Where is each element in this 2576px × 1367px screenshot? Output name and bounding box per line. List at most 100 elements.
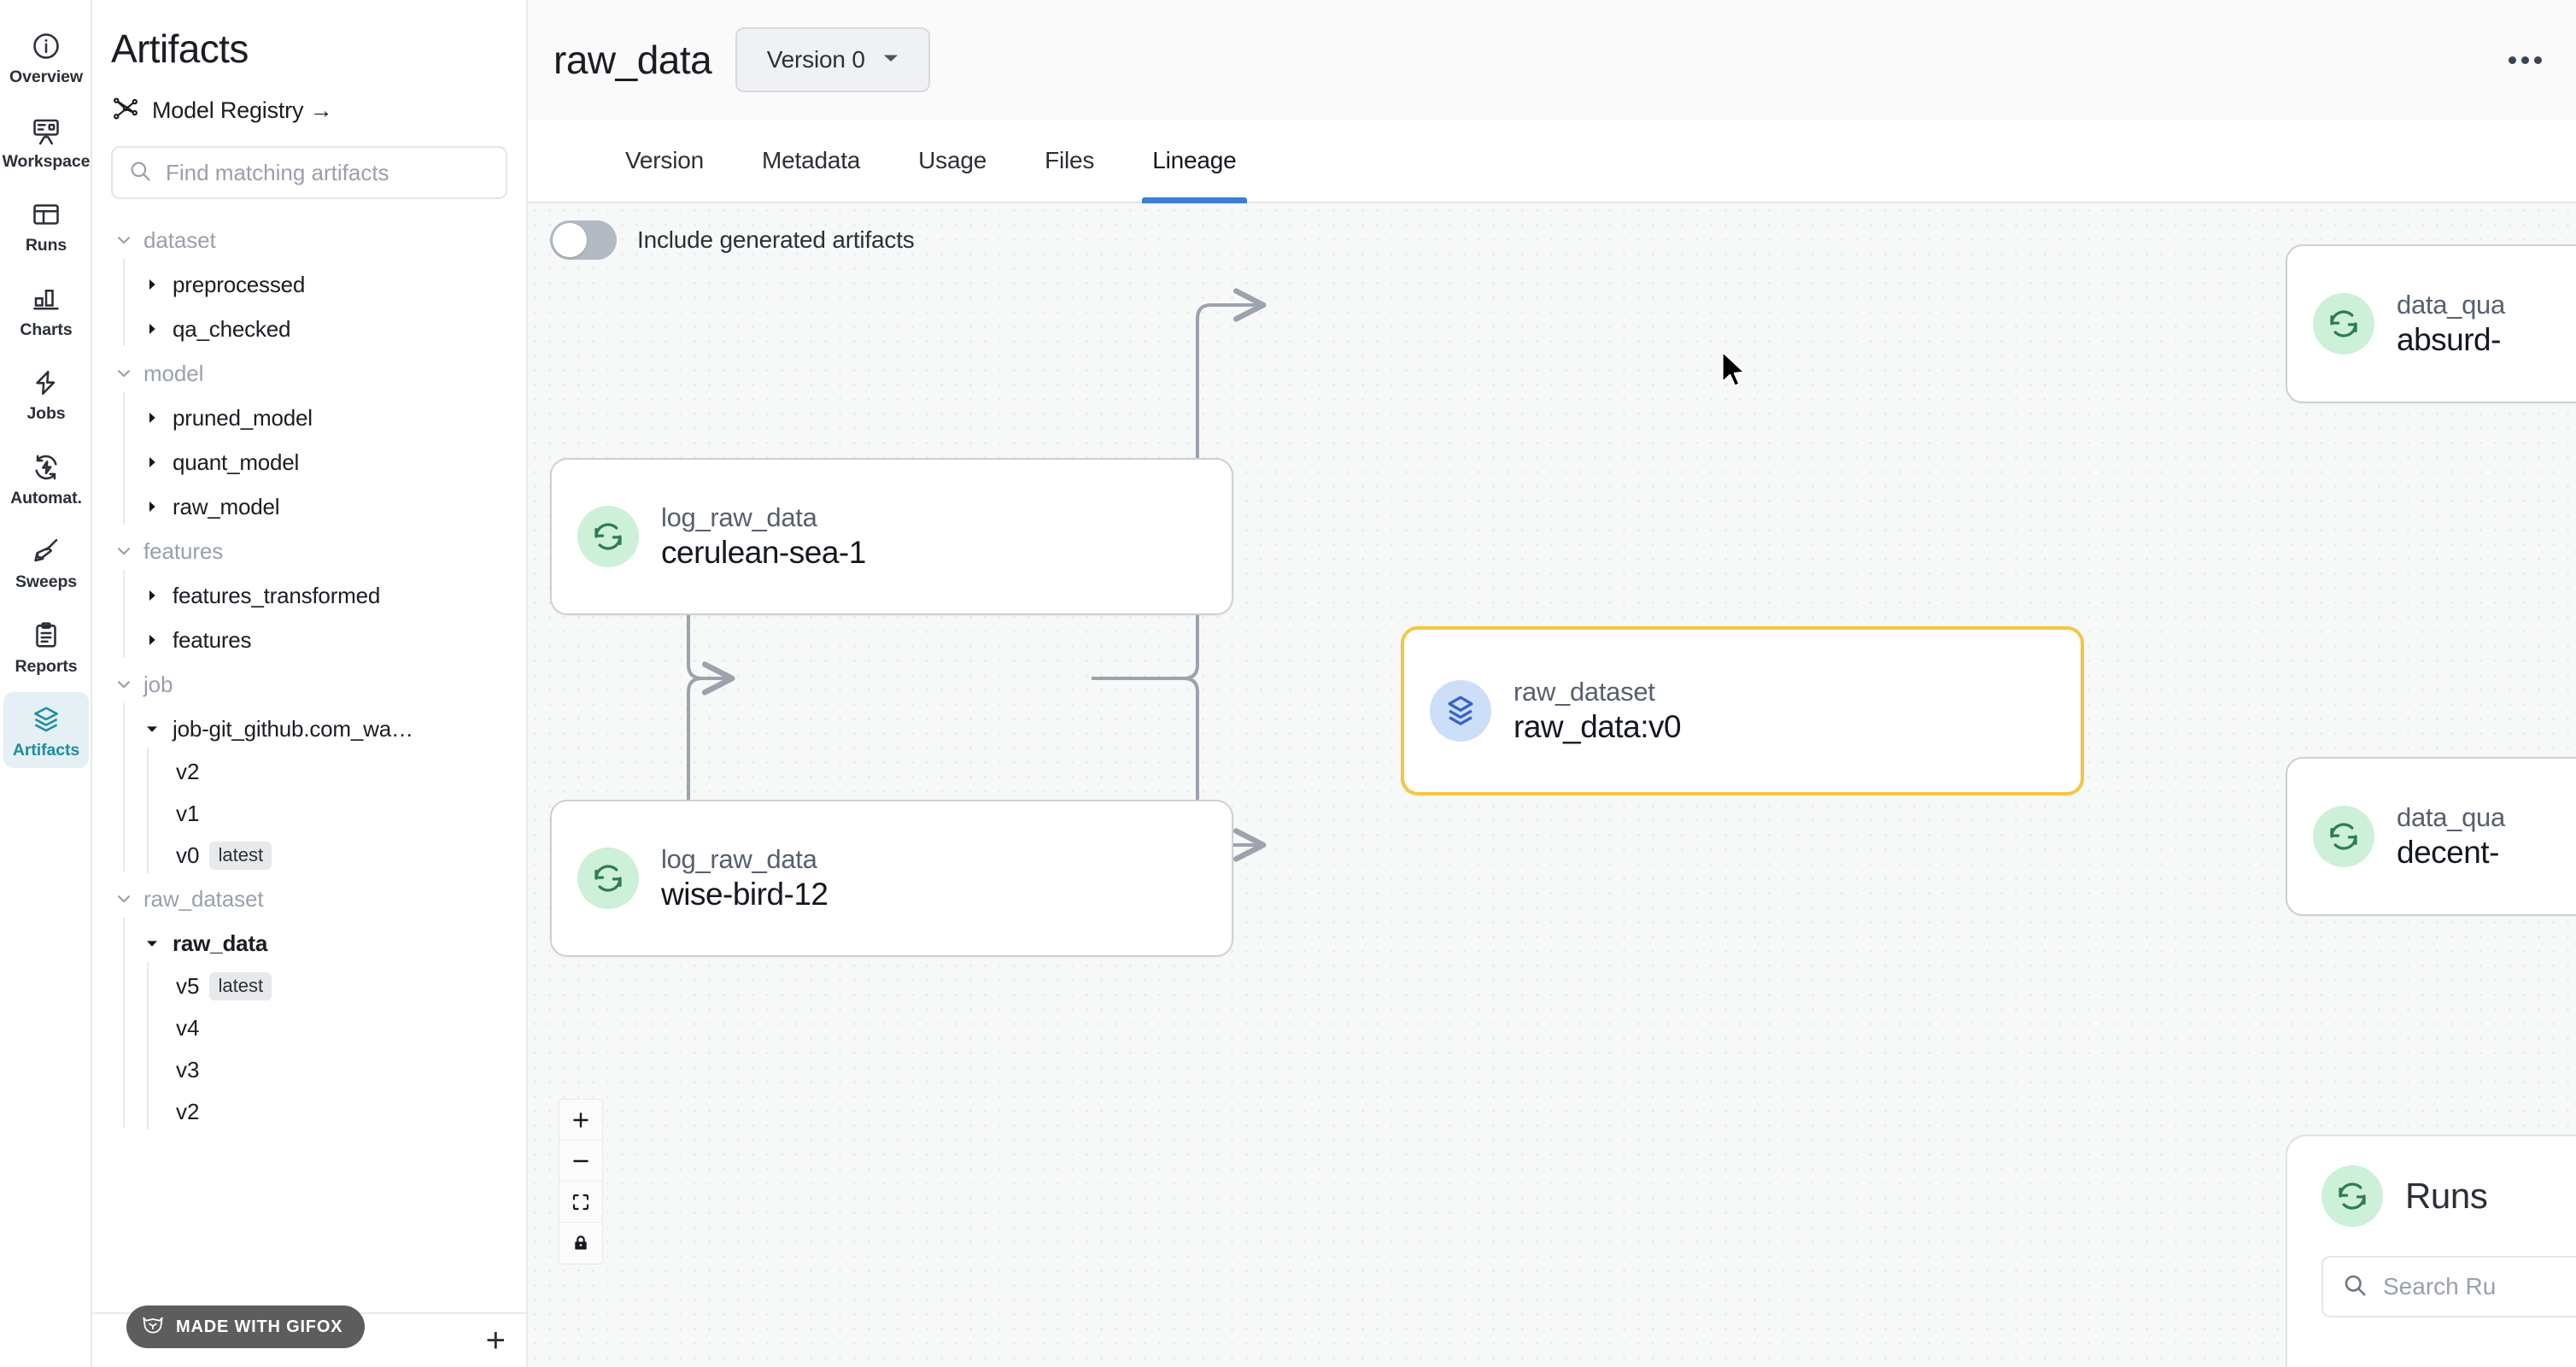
tree-version-v4[interactable]: v4 — [155, 1007, 526, 1049]
runs-panel-title: Runs — [2405, 1176, 2488, 1216]
lineage-node-cerulean-sea-1[interactable]: log_raw_data cerulean-sea-1 — [550, 458, 1233, 615]
tree-item-raw_data[interactable]: raw_data — [135, 921, 526, 965]
tree-item-preprocessed[interactable]: preprocessed — [135, 262, 526, 307]
zoom-out-button[interactable] — [559, 1141, 602, 1182]
runs-search-input[interactable] — [2383, 1273, 2576, 1300]
nav-item-runs[interactable]: Runs — [3, 187, 89, 263]
left-nav-rail: Overview Workspace Runs — [0, 0, 92, 1367]
chevron-down-icon — [114, 364, 133, 383]
caret-right-icon[interactable] — [143, 632, 161, 648]
caret-right-icon[interactable] — [143, 410, 161, 425]
runs-panel-header: Runs — [2321, 1165, 2576, 1227]
tab-label: Metadata — [762, 147, 861, 173]
caret-right-icon[interactable] — [143, 588, 161, 603]
lock-view-button[interactable] — [559, 1223, 602, 1264]
tree-group-header-dataset[interactable]: dataset — [114, 218, 526, 262]
tree-group-header-raw_dataset[interactable]: raw_dataset — [114, 877, 526, 921]
caret-right-icon[interactable] — [143, 455, 161, 470]
tree-item-label: features_transformed — [173, 582, 381, 608]
run-icon — [577, 848, 639, 909]
canvas-zoom-controls — [559, 1099, 603, 1264]
node-name: absurd- — [2397, 322, 2501, 357]
tree-group-header-features[interactable]: features — [114, 529, 526, 573]
tab-usage[interactable]: Usage — [889, 120, 1016, 202]
tab-label: Usage — [918, 147, 987, 173]
overflow-menu-button[interactable] — [2503, 48, 2547, 73]
caret-right-icon[interactable] — [143, 277, 161, 292]
tree-item-quant_model[interactable]: quant_model — [135, 440, 526, 484]
tree-version-label: v2 — [176, 759, 200, 784]
include-generated-artifacts-toggle[interactable] — [550, 220, 617, 260]
kebab-dot — [2521, 56, 2529, 64]
nav-item-workspace[interactable]: Workspace — [3, 103, 91, 179]
model-registry-icon — [111, 94, 140, 127]
tab-lineage[interactable]: Lineage — [1123, 120, 1265, 203]
nav-item-automations[interactable]: Automat. — [3, 440, 89, 516]
lineage-node-raw-data-v0[interactable]: raw_dataset raw_data:v0 — [1401, 626, 2084, 795]
nav-item-jobs[interactable]: Jobs — [3, 355, 89, 431]
lineage-node-decent[interactable]: data_qua decent- — [2286, 757, 2576, 916]
model-registry-link[interactable]: Model Registry → — [92, 72, 526, 127]
search-artifacts-box[interactable] — [111, 146, 507, 199]
artifact-name: raw_data — [553, 38, 712, 82]
node-text: log_raw_data wise-bird-12 — [661, 844, 828, 912]
tab-files[interactable]: Files — [1016, 120, 1123, 202]
caret-right-icon[interactable] — [143, 321, 161, 337]
tree-item-raw_model[interactable]: raw_model — [135, 484, 526, 529]
search-icon — [128, 159, 152, 187]
tree-version-v3[interactable]: v3 — [155, 1049, 526, 1091]
broom-icon — [29, 534, 63, 568]
nav-item-overview[interactable]: Overview — [3, 19, 89, 95]
run-icon — [2321, 1165, 2383, 1227]
node-type: raw_dataset — [1513, 677, 1655, 707]
version-selector[interactable]: Version 0 — [735, 27, 931, 92]
tab-version[interactable]: Version — [596, 120, 733, 202]
run-icon — [577, 506, 639, 567]
tree-item-label: pruned_model — [173, 404, 313, 431]
caret-right-icon[interactable] — [143, 499, 161, 514]
zoom-in-button[interactable] — [559, 1100, 602, 1141]
gifox-watermark: MADE WITH GIFOX — [126, 1305, 366, 1348]
tree-version-v1[interactable]: v1 — [155, 793, 526, 835]
fit-view-button[interactable] — [559, 1182, 602, 1223]
node-text: data_qua absurd- — [2397, 290, 2505, 358]
tree-item-job-git_github.com_wa…[interactable]: job-git_github.com_wa… — [135, 707, 526, 751]
tree-version-v2[interactable]: v2 — [155, 1091, 526, 1133]
tree-version-v2[interactable]: v2 — [155, 751, 526, 793]
node-name: raw_data:v0 — [1513, 709, 1682, 744]
tree-group-header-model[interactable]: model — [114, 351, 526, 396]
caret-down-icon[interactable] — [143, 936, 161, 951]
tree-item-pruned_model[interactable]: pruned_model — [135, 396, 526, 440]
nav-label-runs: Runs — [25, 236, 67, 255]
tree-group-header-job[interactable]: job — [114, 662, 526, 707]
tree-item-features_transformed[interactable]: features_transformed — [135, 573, 526, 618]
node-text: data_qua decent- — [2397, 802, 2505, 871]
automation-icon — [29, 450, 63, 484]
nav-item-charts[interactable]: Charts — [3, 272, 89, 348]
easel-icon — [29, 114, 63, 148]
nav-label-charts: Charts — [20, 320, 73, 339]
lineage-node-wise-bird-12[interactable]: log_raw_data wise-bird-12 — [550, 800, 1233, 957]
tree-item-features[interactable]: features — [135, 618, 526, 662]
runs-panel[interactable]: Runs — [2286, 1135, 2576, 1367]
nav-item-artifacts[interactable]: Artifacts — [3, 692, 89, 768]
nav-label-sweeps: Sweeps — [15, 572, 78, 591]
include-generated-artifacts-row[interactable]: Include generated artifacts — [550, 220, 915, 260]
runs-search-box[interactable] — [2321, 1256, 2576, 1317]
add-artifact-button[interactable]: + — [485, 1322, 506, 1359]
lineage-canvas[interactable]: Include generated artifacts — [528, 203, 2576, 1367]
caret-down-icon[interactable] — [143, 721, 161, 736]
include-generated-artifacts-label: Include generated artifacts — [637, 226, 915, 253]
nav-item-reports[interactable]: Reports — [3, 608, 89, 684]
tab-label: Lineage — [1152, 147, 1237, 173]
tree-item-qa_checked[interactable]: qa_checked — [135, 307, 526, 351]
nav-item-sweeps[interactable]: Sweeps — [3, 524, 89, 600]
lineage-node-absurd[interactable]: data_qua absurd- — [2286, 244, 2576, 403]
search-input[interactable] — [166, 159, 490, 186]
tab-metadata[interactable]: Metadata — [733, 120, 889, 202]
info-circle-icon — [29, 29, 63, 63]
